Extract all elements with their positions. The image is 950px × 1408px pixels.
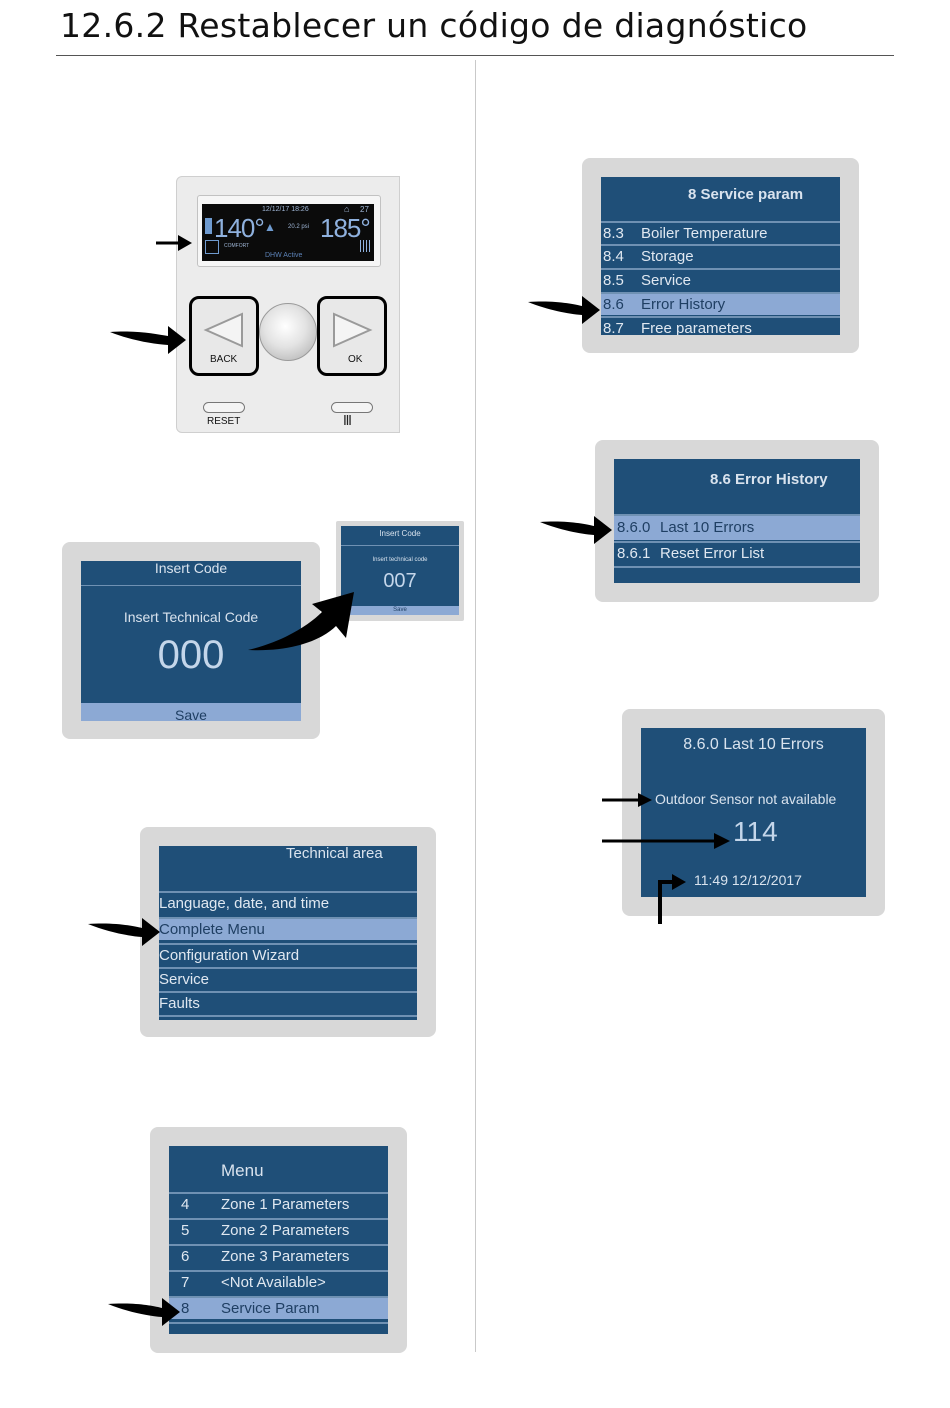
lcd-mode: COMFORT (224, 243, 250, 249)
arrow-to-error-history-icon (528, 296, 600, 324)
column-divider (475, 60, 476, 1352)
menu-bottom-divider (169, 1322, 388, 1324)
arrow-to-timestamp-icon (658, 874, 686, 924)
enter-code-arrow-icon (248, 592, 354, 651)
menu-item-language[interactable]: Language, date, and time (159, 891, 417, 914)
small-code-prompt: Insert technical code (372, 557, 428, 563)
small-code-value[interactable]: 007 (383, 570, 417, 592)
tap-water-icon: Ⅲ (343, 413, 352, 428)
menu-item-faults[interactable]: Faults (159, 991, 417, 1014)
function-button[interactable] (331, 402, 373, 413)
error-list-bottom-divider (614, 566, 860, 568)
error-history-header: 8.6 Error History (710, 471, 828, 488)
insert-code-frame: Insert Code Insert Technical Code 000 Sa… (62, 542, 320, 739)
error-timestamp: 11:49 12/12/2017 (694, 872, 802, 888)
lcd-status: DHW Active (265, 252, 303, 259)
menu-item-not-available[interactable]: 7<Not Available> (169, 1270, 388, 1293)
lcd-temp-left: 140° (214, 213, 265, 243)
lcd-temp-right: 185° (320, 213, 371, 243)
last-errors-frame: 8.6.0 Last 10 Errors Outdoor Sensor not … (622, 709, 885, 916)
home-icon: ⌂ (344, 204, 350, 214)
flame-icon: ▲ (264, 220, 276, 234)
menu-item-configuration-wizard[interactable]: Configuration Wizard (159, 943, 417, 966)
menu-item-service[interactable]: Service (159, 967, 417, 990)
radiator-icon (205, 240, 219, 254)
menu-header: Menu (221, 1161, 264, 1180)
lcd-date: 12/12/17 18:26 (262, 206, 309, 213)
lcd-display: 12/12/17 18:26 ⌂ 27 140° ▲ 20.2 psi 185°… (202, 204, 374, 261)
service-param-header: 8 Service param (688, 186, 804, 203)
technical-area-frame: Technical area Language, date, and time … (140, 827, 436, 1037)
insert-code-small-frame: Insert Code Insert technical code 007 Sa… (336, 521, 464, 621)
thermometer-icon (205, 218, 212, 234)
title-divider (56, 55, 894, 56)
technical-area-screen: Technical area Language, date, and time … (159, 846, 417, 1020)
small-save-button[interactable]: Save (341, 606, 459, 615)
page-title: 12.6.2 Restablecer un código de diagnóst… (60, 6, 808, 45)
boiler-control-panel: 12/12/17 18:26 ⌂ 27 140° ▲ 20.2 psi 185°… (176, 176, 400, 433)
insert-code-header: Insert Code (81, 561, 301, 586)
error-description: Outdoor Sensor not available (655, 791, 837, 807)
reset-button[interactable] (203, 402, 245, 413)
code-input[interactable]: 000 (157, 633, 225, 677)
reset-label: RESET (207, 416, 241, 427)
arrow-to-service-param-icon (108, 1298, 180, 1326)
arrow-to-last-10-errors-icon (540, 516, 612, 544)
technical-area-header: Technical area (286, 846, 383, 862)
right-triangle-icon (333, 312, 373, 348)
ok-button-label: OK (348, 354, 363, 365)
left-triangle-icon (203, 312, 243, 348)
last-errors-screen: 8.6.0 Last 10 Errors Outdoor Sensor not … (641, 728, 866, 897)
last-errors-header: 8.6.0 Last 10 Errors (683, 736, 824, 753)
arrow-to-display-icon (156, 235, 192, 251)
small-header-divider (341, 545, 459, 546)
arrow-to-complete-menu-icon (88, 918, 160, 946)
lcd-pressure: 20.2 psi (288, 224, 310, 230)
back-button[interactable]: BACK (189, 296, 259, 376)
small-code-header: Insert Code (379, 529, 421, 538)
insert-code-prompt: Insert Technical Code (123, 609, 259, 625)
insert-code-screen: Insert Code Insert Technical Code 000 Sa… (81, 561, 301, 721)
lcd-badge: 27 (360, 205, 369, 214)
back-button-label: BACK (210, 354, 238, 365)
arrow-to-error-code-icon (602, 833, 730, 849)
error-code: 114 (733, 816, 778, 847)
arrow-to-description-icon (602, 793, 652, 807)
rotary-knob[interactable] (259, 303, 317, 361)
save-button[interactable]: Save (81, 703, 301, 721)
menu-item-complete-menu[interactable]: Complete Menu (159, 917, 417, 940)
insert-code-small-screen: Insert Code Insert technical code 007 Sa… (341, 526, 459, 615)
list-bottom-divider (159, 1015, 417, 1017)
tap-icon (360, 240, 370, 252)
arrow-to-back-icon (110, 326, 186, 354)
ok-button[interactable]: OK (317, 296, 387, 376)
